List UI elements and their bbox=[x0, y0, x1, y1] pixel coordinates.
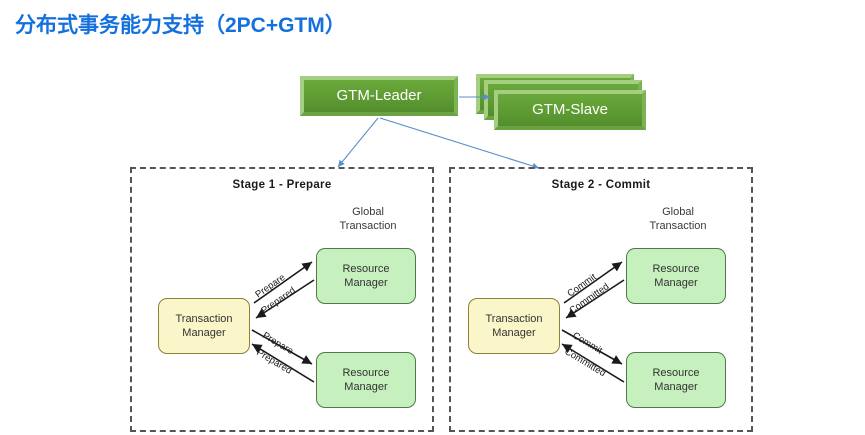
stage-1-panel: Stage 1 - Prepare bbox=[130, 167, 434, 432]
stage-2-transaction-manager[interactable]: Transaction Manager bbox=[468, 298, 560, 354]
stage-2-heading: Stage 2 - Commit bbox=[551, 179, 651, 191]
gtm-leader-label: GTM-Leader bbox=[336, 86, 422, 104]
stage-1-resource-manager-1[interactable]: Resource Manager bbox=[316, 248, 416, 304]
gtm-slave-label: GTM-Slave bbox=[532, 100, 608, 118]
stage-2-global-transaction-label: Global Transaction bbox=[649, 206, 707, 232]
arrow-leader-to-stage-1 bbox=[337, 117, 379, 168]
stage-1-global-transaction-label: Global Transaction bbox=[339, 206, 397, 232]
stage-2-resource-manager-2[interactable]: Resource Manager bbox=[626, 352, 726, 408]
page-title: 分布式事务能力支持（2PC+GTM） bbox=[15, 14, 346, 37]
gtm-leader-node[interactable]: GTM-Leader bbox=[300, 76, 458, 116]
stage-1-resource-manager-2[interactable]: Resource Manager bbox=[316, 352, 416, 408]
stage-2-resource-manager-1[interactable]: Resource Manager bbox=[626, 248, 726, 304]
stage-1-heading: Stage 1 - Prepare bbox=[232, 179, 332, 191]
stage-2-panel: Stage 2 - Commit bbox=[449, 167, 753, 432]
gtm-slave-node[interactable]: GTM-Slave bbox=[494, 90, 646, 130]
stage-1-transaction-manager[interactable]: Transaction Manager bbox=[158, 298, 250, 354]
